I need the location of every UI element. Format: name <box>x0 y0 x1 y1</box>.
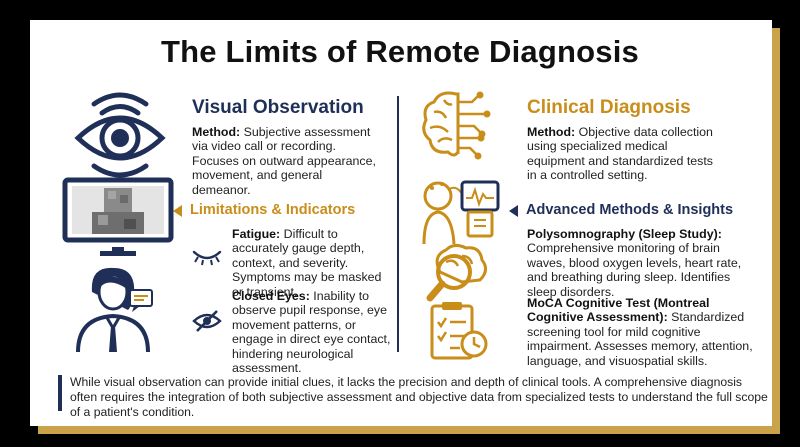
left-method-text: Subjective assessment via video call or … <box>192 125 376 197</box>
left-item-fatigue-text: Difficult to accurately gauge depth, con… <box>232 227 382 299</box>
closed-eye-icon <box>192 250 222 266</box>
eye-slash-icon <box>192 310 222 332</box>
person-with-chat-icon <box>76 267 153 353</box>
left-method-label: Method: <box>192 125 241 139</box>
sleep-study-monitor-icon <box>422 180 500 245</box>
right-item-polysomnography-label: Polysomnography (Sleep Study): <box>527 227 722 241</box>
summary-footer: While visual observation can provide ini… <box>46 373 768 419</box>
left-method: Method: Subjective assessment via video … <box>192 125 382 197</box>
eye-icon <box>74 92 166 178</box>
left-subheading: Limitations & Indicators <box>190 202 356 218</box>
brain-scan-icon <box>426 243 487 302</box>
footer-text: While visual observation can provide ini… <box>70 375 768 419</box>
right-subheading: Advanced Methods & Insights <box>526 202 734 218</box>
monitor-pixelated-person-icon <box>62 177 174 256</box>
right-method-text: Objective data collection using speciali… <box>527 125 713 183</box>
left-heading: Visual Observation <box>192 97 364 118</box>
left-item-fatigue-label: Fatigue: <box>232 227 281 241</box>
right-item-moca: MoCA Cognitive Test (Montreal Cognitive … <box>527 296 755 368</box>
right-item-polysomnography: Polysomnography (Sleep Study): Comprehen… <box>527 227 757 299</box>
left-item-closed-eyes: Closed Eyes: Inability to observe pupil … <box>232 289 392 375</box>
right-arrow-indicator <box>509 205 518 217</box>
right-heading: Clinical Diagnosis <box>527 97 691 118</box>
right-method-label: Method: <box>527 125 576 139</box>
clipboard-test-icon <box>430 302 488 360</box>
right-item-moca-label: MoCA Cognitive Test (Montreal Cognitive … <box>527 296 710 325</box>
brain-circuit-icon <box>422 91 491 160</box>
page-title: The Limits of Remote Diagnosis <box>161 34 639 69</box>
footer-accent-bar <box>58 375 62 411</box>
left-item-closed-eyes-label: Closed Eyes: <box>232 289 310 303</box>
right-item-polysomnography-text: Comprehensive monitoring of brain waves,… <box>527 241 742 299</box>
left-item-fatigue: Fatigue: Difficult to accurately gauge d… <box>232 227 384 299</box>
right-method: Method: Objective data collection using … <box>527 125 717 183</box>
left-arrow-indicator <box>173 205 182 217</box>
right-item-moca-text: Standardized screening tool for mild cog… <box>527 310 753 368</box>
center-divider <box>397 96 399 352</box>
left-item-closed-eyes-text: Inability to observe pupil response, eye… <box>232 289 391 376</box>
